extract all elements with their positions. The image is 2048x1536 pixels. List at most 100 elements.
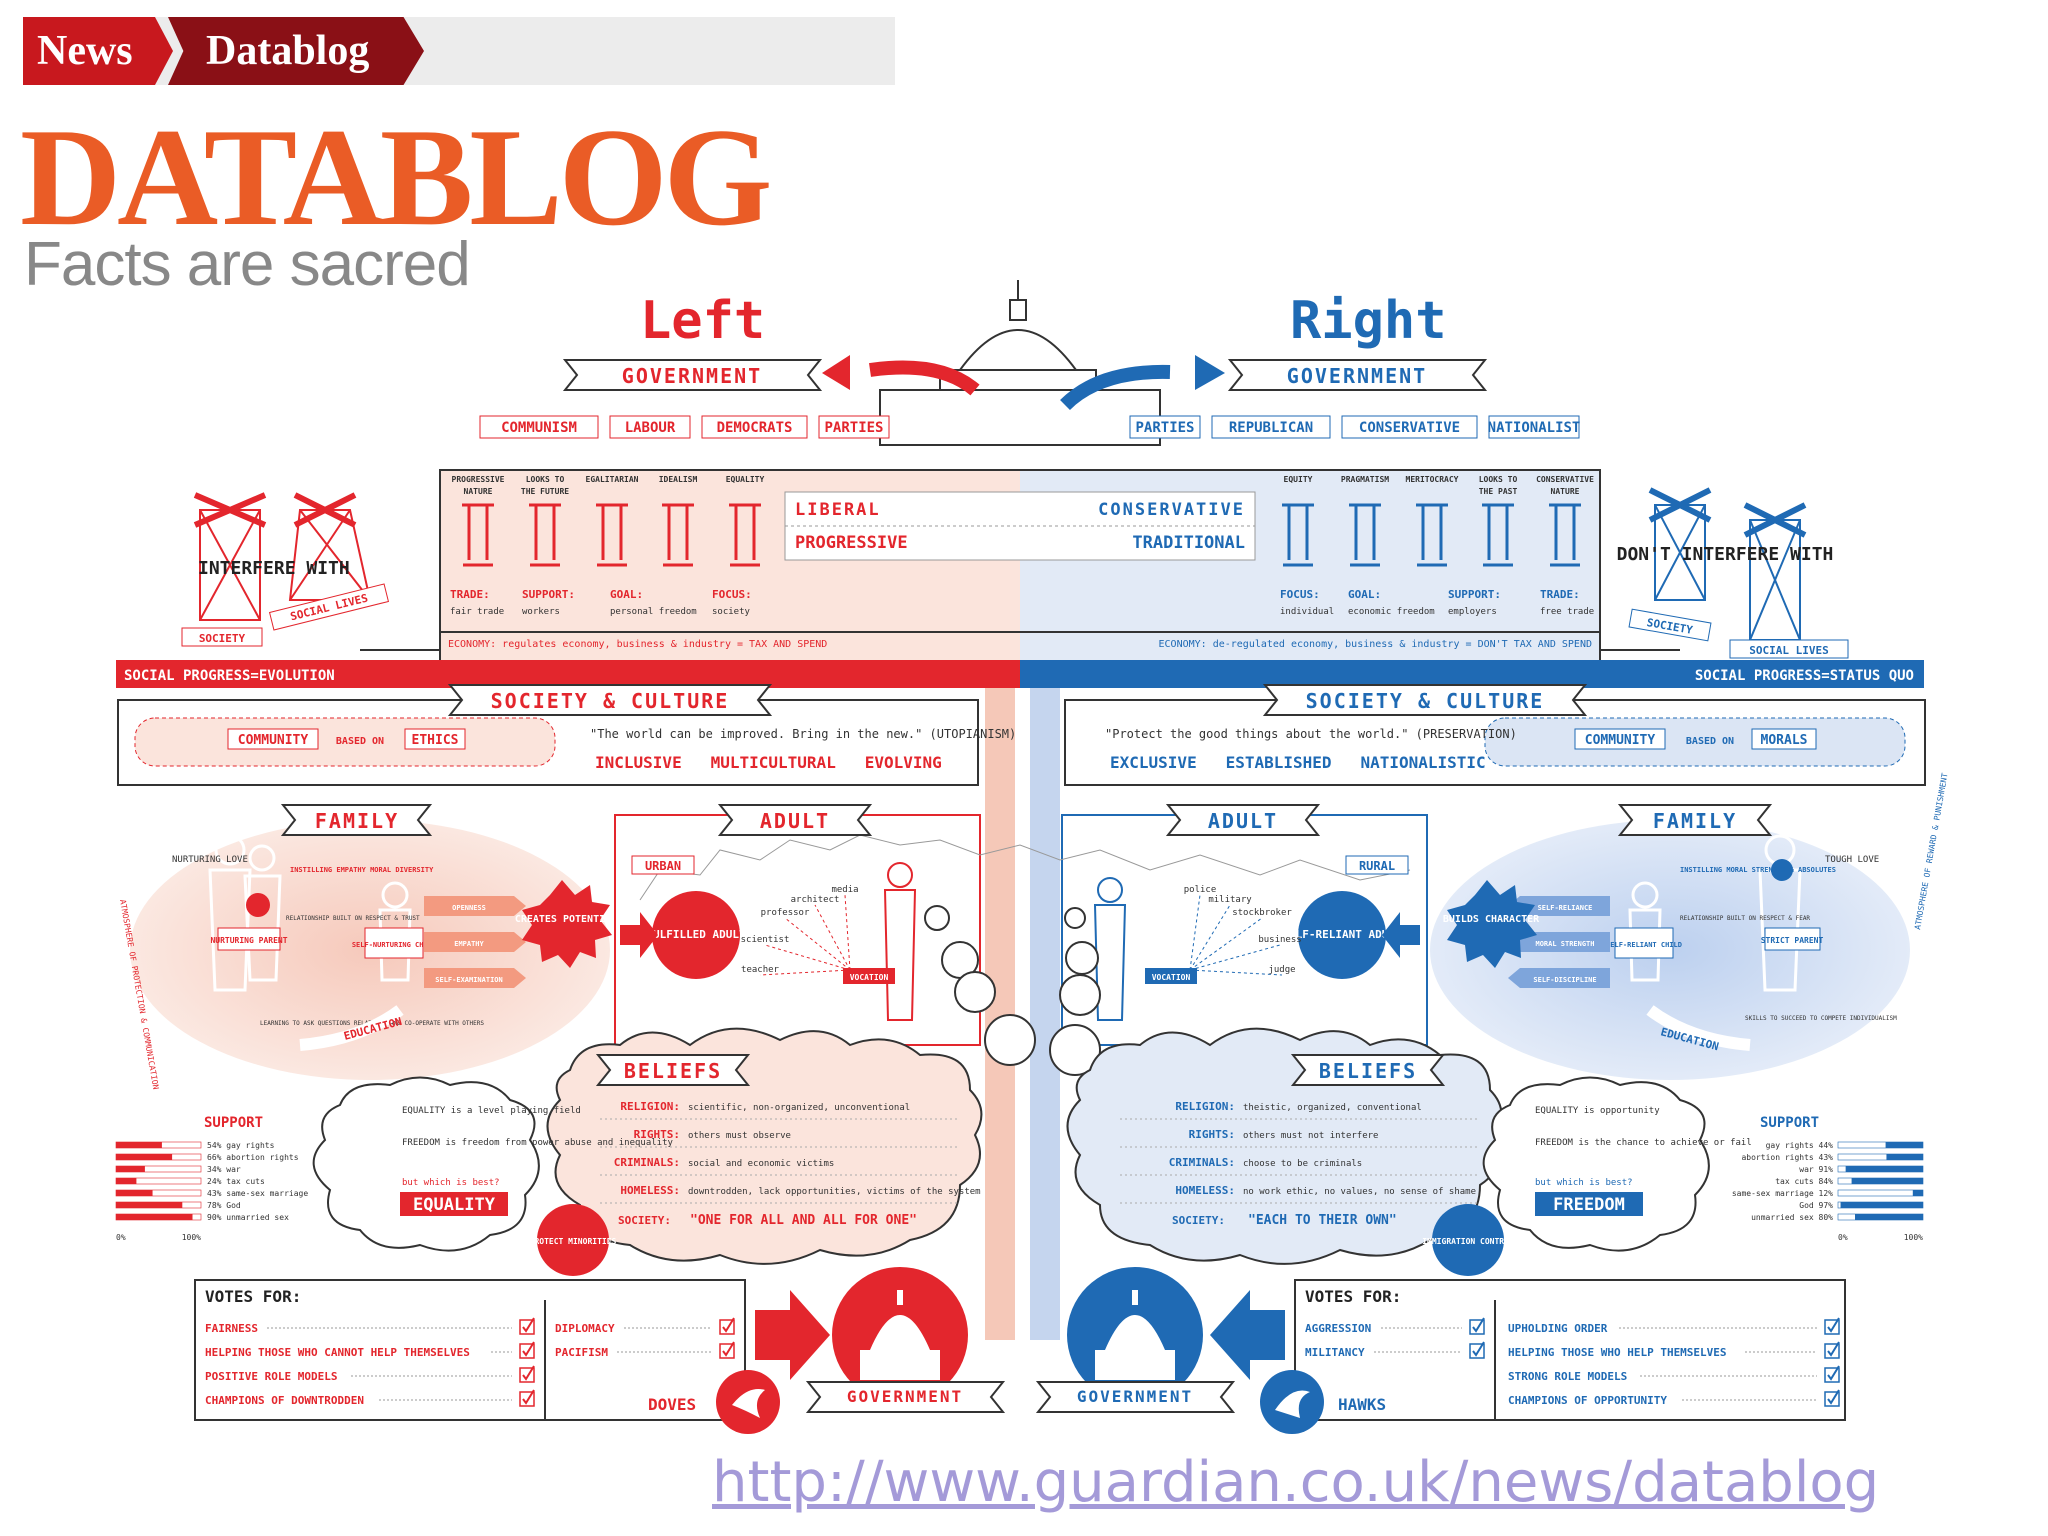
right-heading: Right bbox=[1290, 291, 1447, 351]
belief-value: social and economic victims bbox=[688, 1159, 834, 1169]
right-rural-label: RURAL bbox=[1359, 859, 1395, 873]
right-freedom-cloud bbox=[1482, 1076, 1710, 1252]
right-tough-love: TOUGH LOVE bbox=[1825, 855, 1879, 865]
pillar-label: EQUALITY bbox=[726, 475, 765, 484]
vote-label: AGGRESSION bbox=[1305, 1322, 1371, 1335]
builds-character-badge: BUILDS CHARACTER bbox=[1443, 880, 1540, 968]
vote-label: HELPING THOSE WHO CANNOT HELP THEMSELVES bbox=[205, 1346, 470, 1359]
self-reliant-adult-circle bbox=[1298, 891, 1386, 979]
check-icon bbox=[1827, 1341, 1840, 1357]
nav-news-link[interactable]: News bbox=[23, 17, 173, 85]
nav-datablog-link[interactable]: Datablog bbox=[168, 17, 424, 85]
right-beliefs-banner: BELIEFS bbox=[1290, 1054, 1446, 1086]
job-label: stockbroker bbox=[1232, 908, 1292, 918]
check-icon bbox=[522, 1389, 535, 1405]
left-society-quote: "ONE FOR ALL AND ALL FOR ONE" bbox=[690, 1213, 917, 1228]
party-label: DEMOCRATS bbox=[717, 420, 793, 436]
job-line bbox=[764, 944, 851, 971]
left-vocation: VOCATION bbox=[850, 973, 889, 982]
support-axis-label: 100% bbox=[1904, 1233, 1923, 1242]
step-key: GOAL: bbox=[610, 588, 643, 601]
party-label: NATIONALIST bbox=[1488, 420, 1581, 436]
support-bar bbox=[116, 1202, 183, 1208]
right-capitol-icon bbox=[1095, 1290, 1175, 1380]
protect-minorities-badge bbox=[537, 1204, 609, 1276]
pillar-label: MERITOCRACY bbox=[1406, 475, 1459, 484]
vote-label: FAIRNESS bbox=[205, 1322, 258, 1335]
creates-potential-label: CREATES POTENTIAL bbox=[515, 914, 617, 925]
left-education-arrow-icon bbox=[299, 1005, 404, 1051]
left-community-label: COMMUNITY bbox=[238, 733, 309, 748]
check-icon bbox=[522, 1365, 535, 1381]
pillar-label: PRAGMATISM bbox=[1341, 475, 1389, 484]
pillar-icon bbox=[662, 503, 694, 567]
party-tag bbox=[1211, 415, 1331, 439]
left-which-best: but which is best? bbox=[402, 1178, 500, 1188]
quality-arrow-icon bbox=[1508, 968, 1610, 988]
support-label: 43% same-sex marriage bbox=[207, 1189, 308, 1198]
right-based-on: BASED ON bbox=[1686, 736, 1734, 747]
right-quote: "Protect the good things about the world… bbox=[1105, 727, 1517, 741]
step-key: FOCUS: bbox=[1280, 588, 1320, 601]
right-social-lives-tag: SOCIAL LIVES bbox=[1749, 644, 1828, 657]
left-freedom-is: FREEDOM is freedom from power abuse and … bbox=[402, 1138, 674, 1148]
left-equality-badge: EQUALITY bbox=[413, 1195, 496, 1215]
support-bar bbox=[1885, 1142, 1923, 1148]
left-label-progressive: PROGRESSIVE bbox=[795, 533, 908, 553]
tagline: Facts are sacred bbox=[24, 230, 471, 299]
right-beliefs-cloud bbox=[1066, 1027, 1503, 1265]
support-bar bbox=[116, 1214, 193, 1220]
support-bar bbox=[116, 1154, 173, 1160]
job-label: police bbox=[1184, 885, 1217, 895]
party-tag bbox=[609, 415, 691, 439]
pillar-label: CONSERVATIVE bbox=[1536, 475, 1594, 484]
pillar-icon bbox=[1416, 503, 1448, 567]
right-social-progress-bar bbox=[1020, 660, 1924, 688]
right-freedom-is: FREEDOM is the chance to achieve or fail bbox=[1535, 1138, 1752, 1148]
left-beliefs-banner: BELIEFS bbox=[595, 1054, 751, 1086]
support-label: 24% tax cuts bbox=[207, 1177, 265, 1186]
left-urban-label: URBAN bbox=[645, 859, 681, 873]
pillar-icon bbox=[1482, 503, 1514, 567]
protect-minorities-label: PROTECT MINORITIES bbox=[530, 1237, 617, 1246]
left-traits: INCLUSIVE MULTICULTURAL EVOLVING bbox=[595, 753, 942, 772]
right-adult-arrow-icon bbox=[1382, 912, 1420, 958]
right-interfere-group bbox=[1648, 487, 1807, 641]
support-label: 34% war bbox=[207, 1165, 241, 1174]
party-label: LABOUR bbox=[625, 420, 676, 436]
right-society-quote-key: SOCIETY: bbox=[1172, 1214, 1225, 1227]
left-adult-banner: ADULT bbox=[717, 804, 873, 836]
right-equality-is: EQUALITY is opportunity bbox=[1535, 1106, 1660, 1116]
step-value: society bbox=[712, 607, 751, 617]
right-child: SELF-RELIANT CHILD bbox=[1606, 941, 1682, 949]
quality-label: SELF-RELIANCE bbox=[1538, 904, 1593, 912]
right-label-traditional: TRADITIONAL bbox=[1132, 533, 1245, 553]
quality-label: MORAL STRENGTH bbox=[1535, 940, 1594, 948]
heart-icon bbox=[246, 893, 270, 917]
party-tag bbox=[1488, 415, 1580, 439]
datablog-url-link[interactable]: http://www.guardian.co.uk/news/datablog bbox=[712, 1450, 1880, 1515]
right-social-progress: SOCIAL PROGRESS=STATUS QUO bbox=[1695, 668, 1914, 684]
fulfilled-adult-label: FULFILLED ADULT bbox=[646, 928, 746, 941]
left-arrow-icon bbox=[869, 360, 980, 396]
left-society-tag: SOCIETY bbox=[199, 632, 246, 645]
right-atmosphere: ATMOSPHERE OF REWARD & PUNISHMENT bbox=[1913, 772, 1949, 930]
pillar-label: IDEALISM bbox=[659, 475, 698, 484]
right-support-chart: gay rights 44%abortion rights 43%war 91%… bbox=[1732, 1141, 1924, 1242]
step-key: TRADE: bbox=[1540, 588, 1580, 601]
pillar-label: THE FUTURE bbox=[521, 487, 569, 496]
left-nurturing-parent: NURTURING PARENT bbox=[210, 936, 287, 945]
support-bar bbox=[1886, 1154, 1923, 1160]
creates-potential-badge: CREATES POTENTIAL bbox=[515, 880, 617, 968]
quality-arrow-icon bbox=[424, 968, 526, 988]
step-value: economic freedom bbox=[1348, 607, 1435, 617]
immigration-control-badge bbox=[1432, 1204, 1504, 1276]
quality-label: EMPATHY bbox=[454, 940, 484, 948]
fulfilled-adult-circle bbox=[652, 891, 740, 979]
right-beliefs-label: BELIEFS bbox=[1319, 1059, 1417, 1083]
job-line bbox=[784, 917, 851, 971]
